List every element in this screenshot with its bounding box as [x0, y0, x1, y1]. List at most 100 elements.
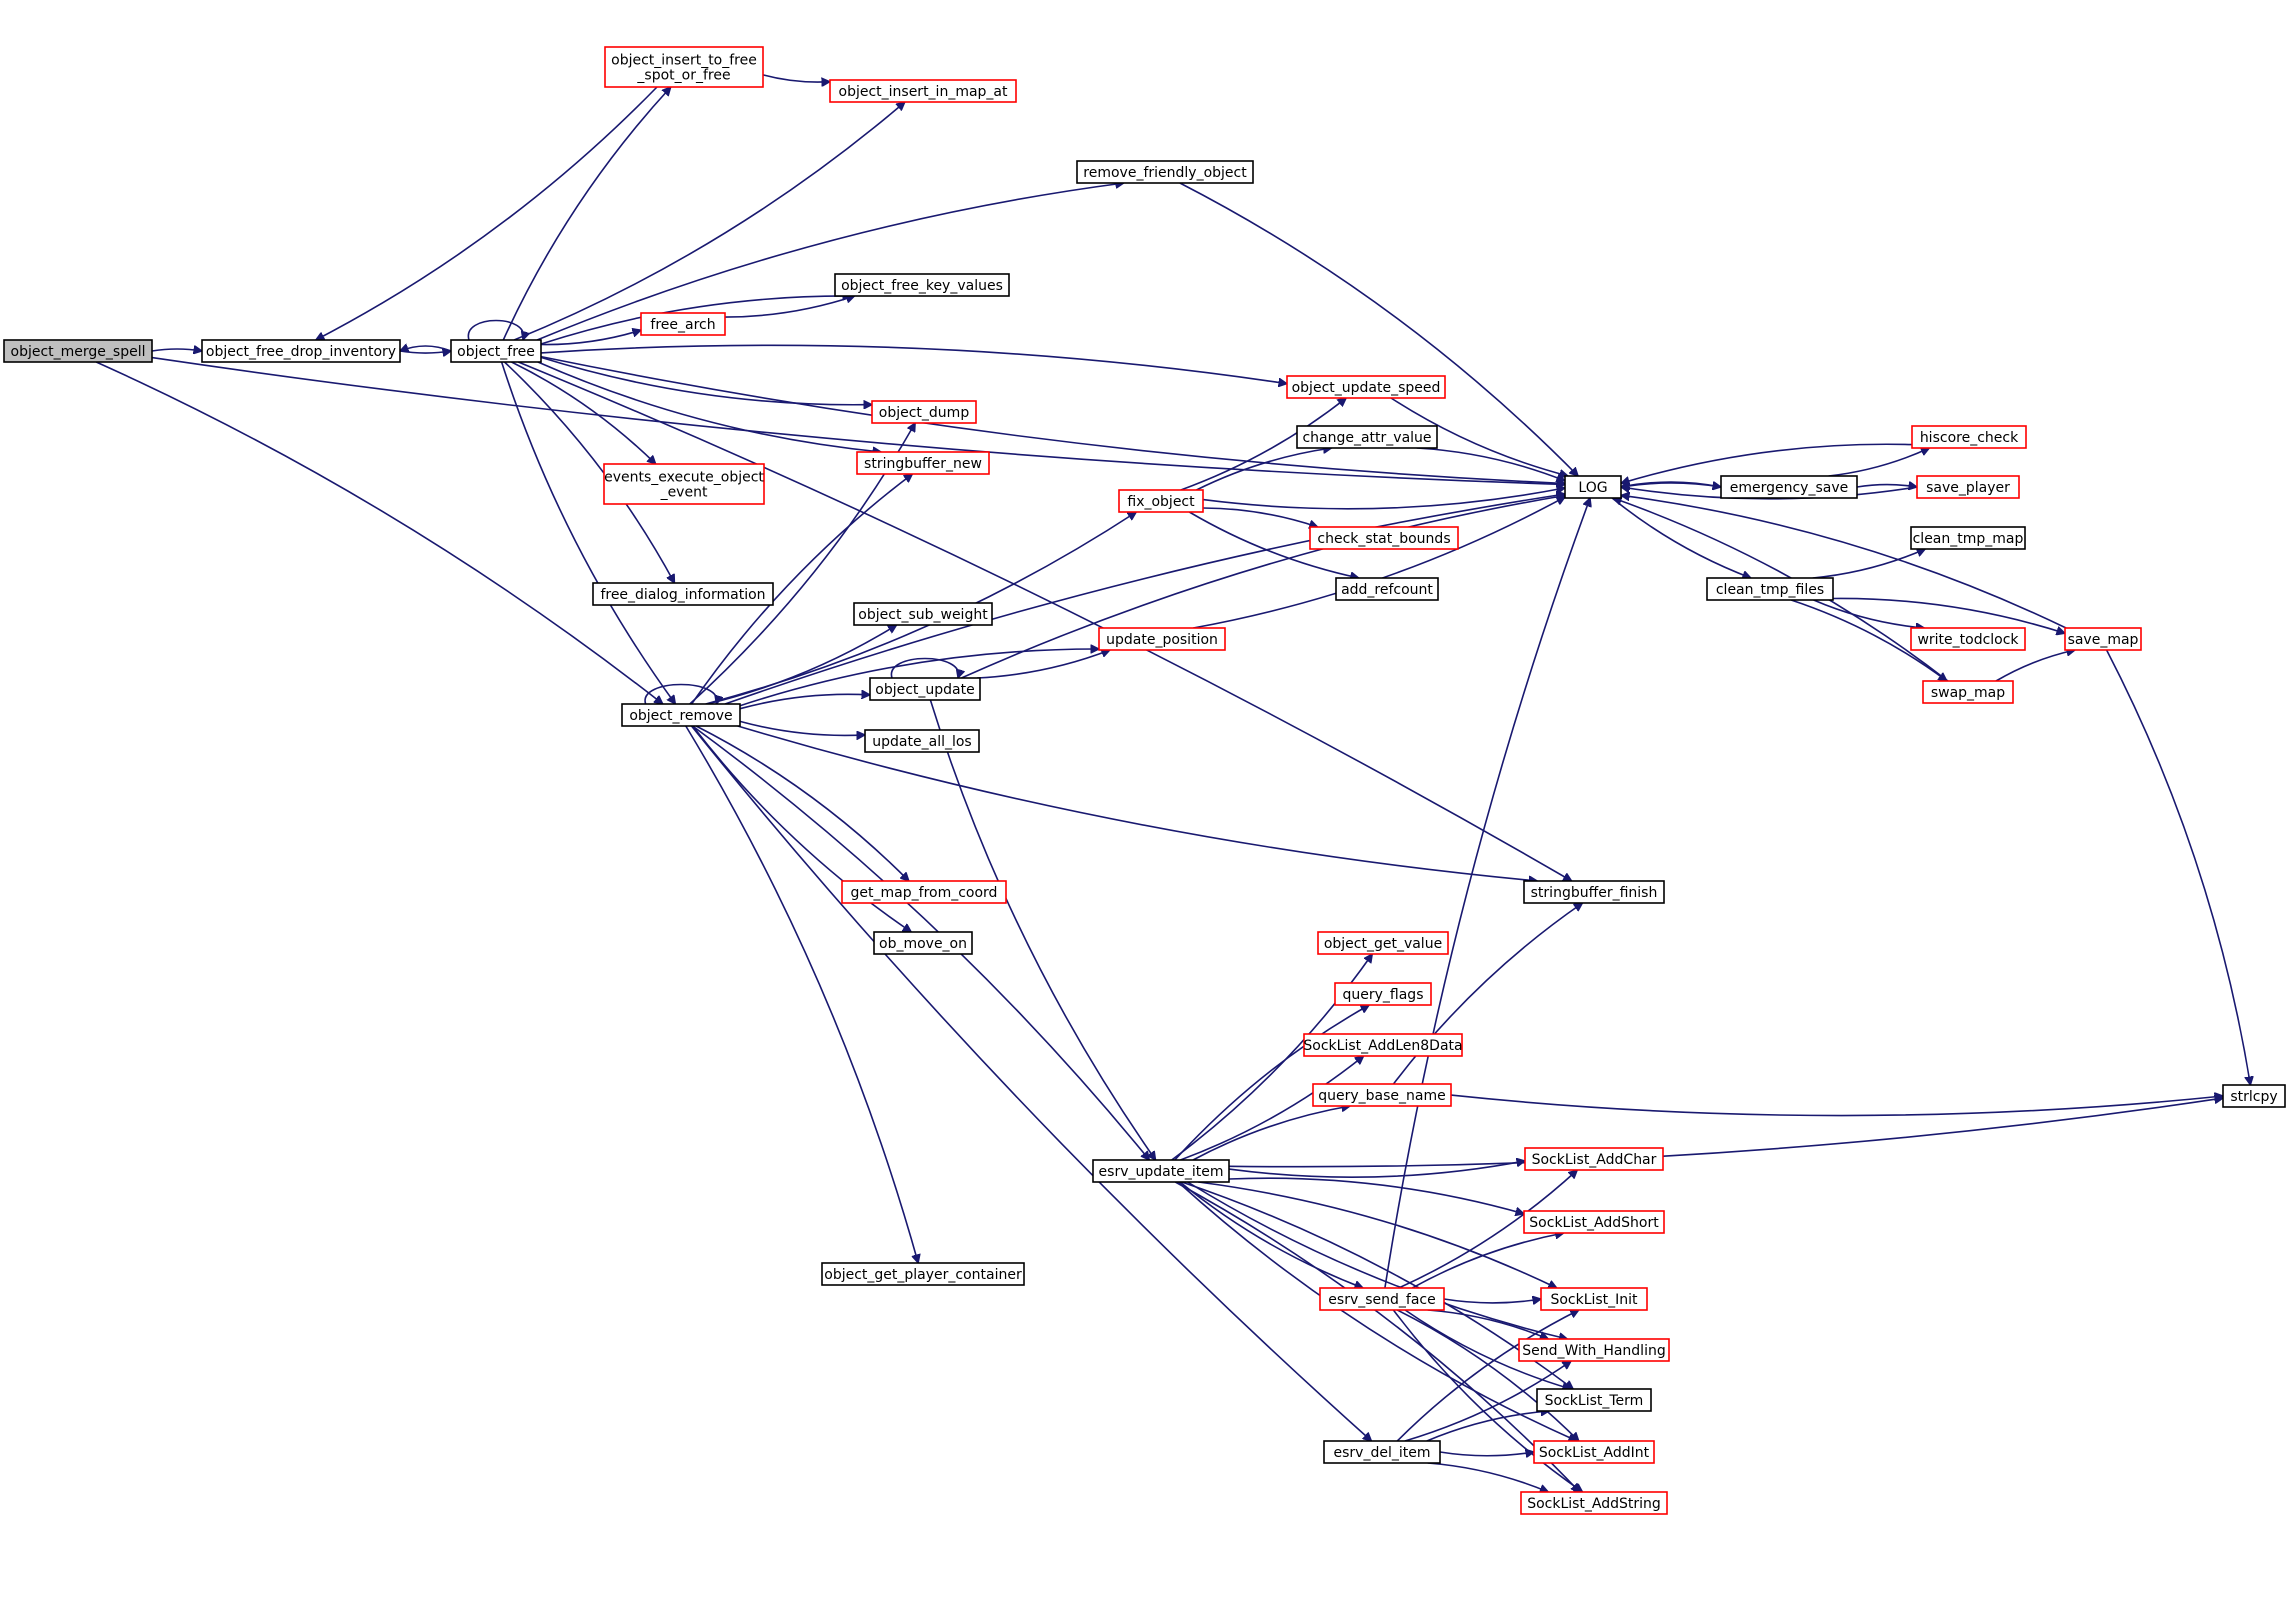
node-box-get_map_from_coord[interactable] [841, 880, 1007, 904]
node-free_dialog_information[interactable]: free_dialog_information [592, 582, 774, 606]
node-box-free_dialog_information[interactable] [592, 582, 774, 606]
node-box-esrv_del_item[interactable] [1323, 1440, 1441, 1464]
node-object_remove[interactable]: object_remove [621, 703, 741, 727]
node-box-Send_With_Handling[interactable] [1518, 1338, 1670, 1362]
node-object_update[interactable]: object_update [869, 677, 981, 701]
node-emergency_save[interactable]: emergency_save [1720, 475, 1858, 499]
node-fix_object[interactable]: fix_object [1118, 489, 1204, 513]
node-clean_tmp_files[interactable]: clean_tmp_files [1706, 577, 1834, 601]
node-SockList_AddChar[interactable]: SockList_AddChar [1524, 1147, 1664, 1171]
node-box-SockList_AddInt[interactable] [1533, 1440, 1655, 1464]
node-hiscore_check[interactable]: hiscore_check [1911, 425, 2027, 449]
node-box-object_dump[interactable] [871, 400, 977, 424]
node-remove_friendly_object[interactable]: remove_friendly_object [1076, 160, 1254, 184]
node-query_flags[interactable]: query_flags [1334, 982, 1432, 1006]
node-object_sub_weight[interactable]: object_sub_weight [853, 602, 993, 626]
node-box-SockList_AddShort[interactable] [1523, 1210, 1665, 1234]
node-box-clean_tmp_files[interactable] [1706, 577, 1834, 601]
node-box-object_get_value[interactable] [1317, 931, 1449, 955]
node-box-swap_map[interactable] [1922, 680, 2014, 704]
node-update_position[interactable]: update_position [1098, 627, 1226, 651]
node-box-object_insert_in_map_at[interactable] [829, 79, 1017, 103]
node-box-remove_friendly_object[interactable] [1076, 160, 1254, 184]
node-SockList_AddShort[interactable]: SockList_AddShort [1523, 1210, 1665, 1234]
node-box-object_update_speed[interactable] [1286, 375, 1446, 399]
node-object_dump[interactable]: object_dump [871, 400, 977, 424]
node-box-object_merge_spell[interactable] [3, 339, 153, 363]
node-box-save_player[interactable] [1916, 475, 2020, 499]
node-box-save_map[interactable] [2064, 627, 2142, 651]
node-box-hiscore_check[interactable] [1911, 425, 2027, 449]
node-box-object_update[interactable] [869, 677, 981, 701]
node-box-strlcpy[interactable] [2222, 1084, 2286, 1108]
node-query_base_name[interactable]: query_base_name [1312, 1083, 1452, 1107]
node-box-add_refcount[interactable] [1335, 577, 1439, 601]
node-box-SockList_AddChar[interactable] [1524, 1147, 1664, 1171]
node-update_all_los[interactable]: update_all_los [864, 729, 980, 753]
node-box-SockList_Term[interactable] [1536, 1388, 1652, 1412]
node-save_player[interactable]: save_player [1916, 475, 2020, 499]
node-object_get_value[interactable]: object_get_value [1317, 931, 1449, 955]
node-clean_tmp_map[interactable]: clean_tmp_map [1910, 526, 2026, 550]
node-SockList_AddInt[interactable]: SockList_AddInt [1533, 1440, 1655, 1464]
node-object_free_drop_inventory[interactable]: object_free_drop_inventory [201, 339, 401, 363]
node-esrv_del_item[interactable]: esrv_del_item [1323, 1440, 1441, 1464]
node-box-stringbuffer_new[interactable] [856, 451, 990, 475]
node-box-SockList_Init[interactable] [1540, 1287, 1648, 1311]
node-box-SockList_AddLen8Data[interactable] [1303, 1033, 1463, 1057]
node-object_free_key_values[interactable]: object_free_key_values [834, 273, 1010, 297]
node-box-LOG[interactable] [1564, 475, 1622, 499]
node-object_update_speed[interactable]: object_update_speed [1286, 375, 1446, 399]
node-box-update_position[interactable] [1098, 627, 1226, 651]
node-box-write_todclock[interactable] [1910, 627, 2026, 651]
node-box-object_free_key_values[interactable] [834, 273, 1010, 297]
node-SockList_AddString[interactable]: SockList_AddString [1520, 1491, 1668, 1515]
node-ob_move_on[interactable]: ob_move_on [873, 931, 973, 955]
node-stringbuffer_new[interactable]: stringbuffer_new [856, 451, 990, 475]
node-object_merge_spell[interactable]: object_merge_spell [3, 339, 153, 363]
node-object_insert_in_map_at[interactable]: object_insert_in_map_at [829, 79, 1017, 103]
node-strlcpy[interactable]: strlcpy [2222, 1084, 2286, 1108]
node-Send_With_Handling[interactable]: Send_With_Handling [1518, 1338, 1670, 1362]
node-save_map[interactable]: save_map [2064, 627, 2142, 651]
node-box-query_base_name[interactable] [1312, 1083, 1452, 1107]
node-object_get_player_container[interactable]: object_get_player_container [821, 1262, 1025, 1286]
node-box-object_remove[interactable] [621, 703, 741, 727]
node-box-check_stat_bounds[interactable] [1309, 526, 1459, 550]
node-box-ob_move_on[interactable] [873, 931, 973, 955]
node-SockList_Term[interactable]: SockList_Term [1536, 1388, 1652, 1412]
node-stringbuffer_finish[interactable]: stringbuffer_finish [1523, 880, 1665, 904]
node-swap_map[interactable]: swap_map [1922, 680, 2014, 704]
node-box-emergency_save[interactable] [1720, 475, 1858, 499]
node-object_insert_to_free_spot_or_free[interactable]: object_insert_to_free_spot_or_free [604, 46, 764, 88]
node-box-object_insert_to_free_spot_or_free[interactable] [604, 46, 764, 88]
node-box-object_free[interactable] [450, 339, 542, 363]
node-get_map_from_coord[interactable]: get_map_from_coord [841, 880, 1007, 904]
node-SockList_Init[interactable]: SockList_Init [1540, 1287, 1648, 1311]
node-write_todclock[interactable]: write_todclock [1910, 627, 2026, 651]
node-esrv_update_item[interactable]: esrv_update_item [1092, 1159, 1230, 1183]
node-LOG[interactable]: LOG [1564, 475, 1622, 499]
node-box-clean_tmp_map[interactable] [1910, 526, 2026, 550]
node-box-esrv_update_item[interactable] [1092, 1159, 1230, 1183]
node-box-object_get_player_container[interactable] [821, 1262, 1025, 1286]
node-box-free_arch[interactable] [640, 312, 726, 336]
node-events_execute_object_event[interactable]: events_execute_object_event [603, 463, 765, 505]
node-free_arch[interactable]: free_arch [640, 312, 726, 336]
node-change_attr_value[interactable]: change_attr_value [1296, 425, 1438, 449]
node-box-change_attr_value[interactable] [1296, 425, 1438, 449]
node-add_refcount[interactable]: add_refcount [1335, 577, 1439, 601]
node-SockList_AddLen8Data[interactable]: SockList_AddLen8Data [1303, 1033, 1463, 1057]
node-box-events_execute_object_event[interactable] [603, 463, 765, 505]
node-box-SockList_AddString[interactable] [1520, 1491, 1668, 1515]
node-box-esrv_send_face[interactable] [1319, 1287, 1445, 1311]
node-box-stringbuffer_finish[interactable] [1523, 880, 1665, 904]
node-object_free[interactable]: object_free [450, 339, 542, 363]
node-box-update_all_los[interactable] [864, 729, 980, 753]
node-box-query_flags[interactable] [1334, 982, 1432, 1006]
node-box-fix_object[interactable] [1118, 489, 1204, 513]
node-box-object_free_drop_inventory[interactable] [201, 339, 401, 363]
node-esrv_send_face[interactable]: esrv_send_face [1319, 1287, 1445, 1311]
node-check_stat_bounds[interactable]: check_stat_bounds [1309, 526, 1459, 550]
node-box-object_sub_weight[interactable] [853, 602, 993, 626]
